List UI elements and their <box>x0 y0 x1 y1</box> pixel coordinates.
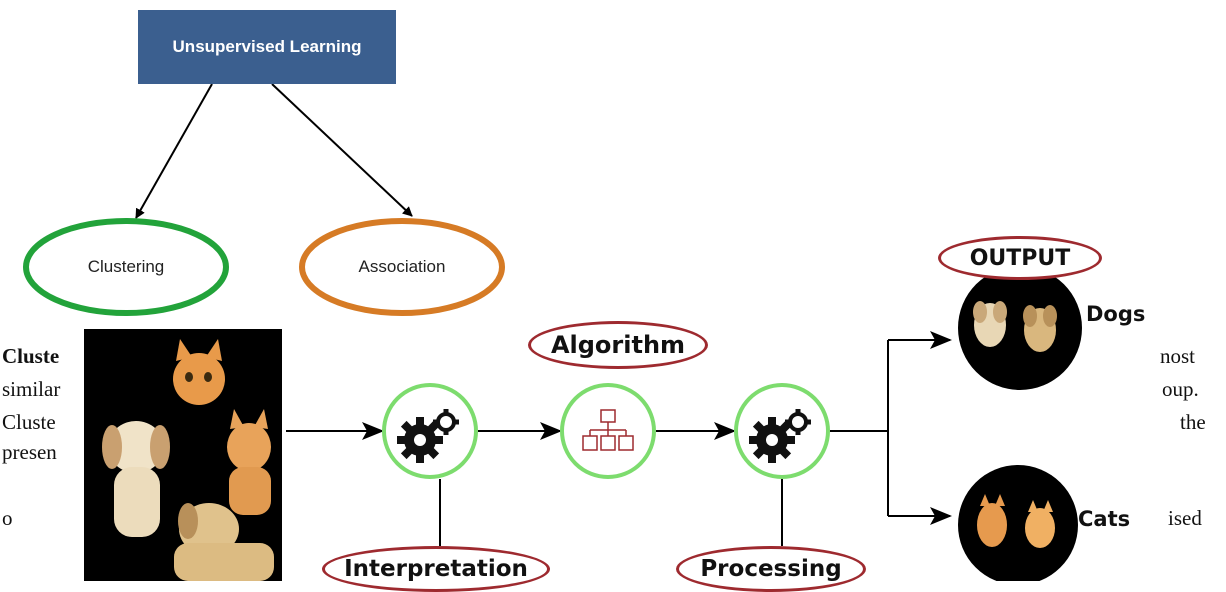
algorithm-pill: Algorithm <box>528 321 708 369</box>
arrow-to-association <box>271 83 413 217</box>
processing-pill: Processing <box>676 546 866 592</box>
doc-line-2-end: oup. <box>1162 377 1199 401</box>
association-oval <box>299 218 505 316</box>
dog-thumbnail-icon <box>973 301 1057 352</box>
doc-line-4-start: presen <box>2 440 57 464</box>
cat-thumbnail-icon <box>977 494 1055 548</box>
dogs-output-circle <box>958 266 1082 390</box>
doc-line-3-end: the <box>1180 410 1206 434</box>
association-label: Association <box>358 257 446 276</box>
doc-line-5-end: ised <box>1168 506 1202 530</box>
unsupervised-learning-box: Unsupervised Learning <box>138 10 396 84</box>
interpretation-pill: Interpretation <box>322 546 550 592</box>
gears-icon <box>749 409 811 463</box>
clustering-label: Clustering <box>87 257 165 276</box>
doc-line-1-end: nost <box>1160 344 1196 368</box>
doc-line-1-start: Cluste <box>2 344 60 368</box>
cats-label: Cats <box>1078 507 1131 531</box>
input-animals-photo <box>84 329 282 581</box>
dogs-label: Dogs <box>1086 302 1146 326</box>
output-pill: OUTPUT <box>938 236 1102 280</box>
cats-output-circle <box>958 465 1078 581</box>
doc-line-2-start: similar <box>2 377 61 401</box>
clustering-oval <box>23 218 229 316</box>
doc-bullet: o <box>2 506 13 530</box>
doc-line-3-start: Cluste <box>2 410 56 434</box>
hierarchy-icon <box>582 409 634 451</box>
arrow-to-clustering <box>135 83 213 219</box>
